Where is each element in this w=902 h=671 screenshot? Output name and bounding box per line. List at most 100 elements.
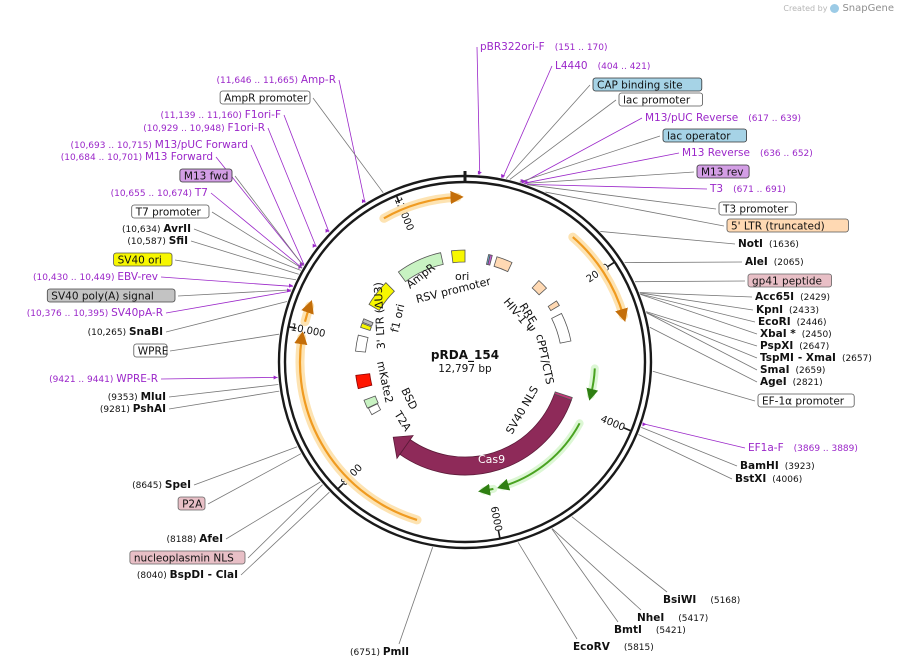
left-label-6: M13 fwd [184,171,229,183]
bottom-label-4-name: PmlI [383,646,409,658]
left-label-12-name: EBV-rev [117,271,158,283]
right-label-11-leader [600,231,736,245]
mkate2-feature [355,373,373,390]
left-label-17-primer-arrow-icon [273,375,278,380]
right-label-7: M13 rev [701,167,744,179]
right-label-3-box [618,92,703,107]
right-label-7-leader [523,171,695,184]
right-label-12: AleI(2065) [745,256,804,268]
left-label-13: SV40 poly(A) signal [51,291,154,303]
tick-mark-6000 [497,530,501,539]
left-label-4-name: M13/pUC Forward [155,139,248,151]
right-label-15: KpnI(2433) [756,304,819,316]
left-label-10-name: SfiI [169,235,188,247]
right-label-8-range: (671 .. 691) [733,185,786,195]
right-label-10: 5' LTR (truncated) [731,221,825,233]
feature-label-cppt-cts: cPPT/CTS [533,333,556,386]
left-label-22-site: (8188) [166,535,199,545]
left-label-20-name: SpeI [165,479,191,491]
right-label-15-name: KpnI [756,304,783,316]
bottom-label-2-site: (5421) [656,626,686,636]
right-label-23-leader [642,423,746,449]
orange-direction-arrow-3 [301,299,314,322]
right-label-1-primer-arrow-icon [501,173,506,178]
right-label-17-name: XbaI * [760,328,796,340]
right-label-13: gp41 peptide [752,276,822,288]
right-label-12-site: (2065) [774,258,804,268]
left-label-14-primer-arrow-icon [287,288,292,293]
right-label-25: BstXI(4006) [735,473,802,485]
left-label-3-primer-arrow-icon [312,243,317,248]
left-label-5-range: (10,684 .. 10,701) [61,153,145,163]
left-label-20-site: (8645) [132,481,165,491]
left-label-2-primer-arrow-icon [325,228,330,233]
feature-label-ori: ori [455,270,469,283]
right-label-1-range: (404 .. 421) [598,62,651,72]
left-label-18-name: MluI [141,391,166,403]
left-label-0-primer-arrow-icon [361,199,366,204]
right-label-11-name: NotI [738,238,763,250]
orange-direction-arrow-0 [572,236,628,323]
bottom-label-3-site: (5815) [624,643,654,653]
left-label-15-leader [165,301,288,333]
annotation-labels: pBR322ori-F(151 .. 170)L4440(404 .. 421)… [27,41,872,658]
right-label-23-range: (3869 .. 3889) [794,444,858,454]
orange-direction-arrow-1 [294,331,418,521]
tick-mark-10000 [288,325,297,330]
left-label-8: T7 promoter [135,207,202,219]
bottom-label-3-name: EcoRV [573,641,611,653]
right-label-16-site: (2446) [797,318,827,328]
right-label-4-range: (617 .. 639) [748,114,801,124]
right-label-23-primer-arrow-icon [642,422,647,427]
left-label-23-leader [247,484,323,559]
right-label-6-primer-arrow-icon [522,179,527,184]
left-label-5-name: M13 Forward [145,151,213,163]
bottom-label-1-site: (5417) [678,614,708,624]
created-by-text: Created by [783,4,828,13]
right-label-0-primer-arrow-icon [477,170,482,175]
left-label-7-range: (10,655 .. 10,674) [111,189,195,199]
bsd-feature [363,395,379,409]
left-label-15-name: SnaBI [129,326,163,338]
right-label-19: TspMI- XmaI(2657) [760,352,872,364]
left-label-9-leader [193,228,301,271]
right-label-24: BamHI(3923) [740,460,815,472]
left-label-0-name: Amp-R [301,74,336,86]
left-label-5: (10,684 .. 10,701) M13 Forward [61,151,213,163]
rsv-promoter-feature [493,256,513,273]
left-label-3-leader [267,127,317,248]
left-label-10-leader [190,240,299,275]
left-label-6-leader [234,175,304,267]
right-label-19-name: TspMI [760,352,794,364]
left-label-11-box [113,252,173,267]
left-label-19-leader [168,390,280,410]
tick-mark-8000 [337,482,344,490]
left-label-22-leader [225,481,321,540]
left-label-19: (9281) PshAI [100,403,166,415]
left-label-2-name: F1ori-F [245,109,281,121]
left-label-0-leader [338,79,366,203]
cppt-cts-feature [551,312,572,344]
tick-mark-12000 [395,195,401,204]
bottom-label-0-site: (5168) [710,596,740,606]
ori-feature [451,249,466,264]
right-label-1-name: L4440 [555,60,588,72]
right-label-1: L4440 (404 .. 421) [555,60,650,72]
right-label-2-box [592,77,703,92]
right-label-21-site: (2821) [793,378,823,388]
left-label-14-range: (10,376 .. 10,395) [27,309,111,319]
right-label-8-leader [526,184,708,190]
right-label-18-leader [646,311,758,347]
ampr-feature [397,252,444,283]
right-label-21-leader [649,326,758,383]
ltr3-feature [355,334,369,353]
bottom-label-0: BsiWI(5168) [663,594,740,606]
right-label-20: SmaI(2659) [760,364,825,376]
right-label-7-box [696,164,750,179]
right-label-19-site: (2657) [842,354,872,364]
right-label-6-range: (636 .. 652) [760,149,813,159]
right-label-1-leader [502,65,553,178]
left-label-24: (8040) BspDI - ClaI [137,569,238,581]
left-label-3-range: (10,929 .. 10,948) [143,124,227,134]
